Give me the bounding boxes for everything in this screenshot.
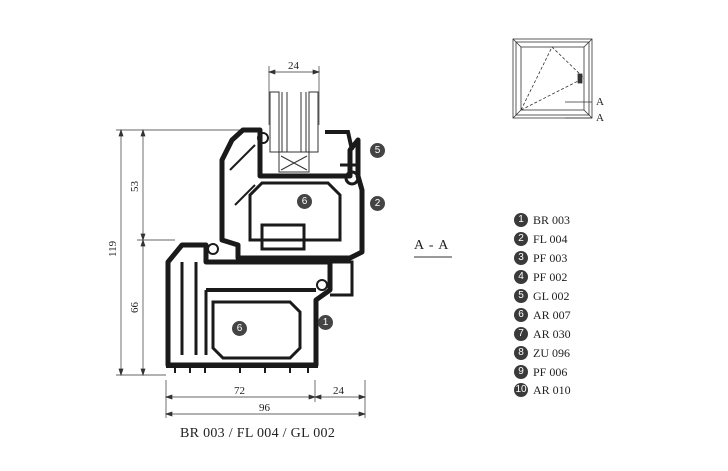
legend-item: 5 GL 002 (514, 287, 634, 306)
legend-label: FL 004 (533, 232, 568, 247)
callout-glazing-bead: 5 (370, 143, 385, 158)
callout-reinforcement-lower: 6 (232, 321, 247, 336)
legend-label: PF 002 (533, 270, 568, 285)
window-elevation (512, 38, 593, 119)
section-mark-bottom: A (596, 112, 604, 124)
dim-upper-height-label: 53 (129, 181, 141, 193)
legend-label: PF 006 (533, 364, 568, 379)
legend-item: 6 AR 007 (514, 305, 634, 324)
legend-item: 4 PF 002 (514, 268, 634, 287)
section-mark-top: A (596, 96, 604, 108)
dim-total-height-label: 119 (107, 240, 119, 257)
legend-badge: 7 (514, 326, 528, 341)
legend-badge: 1 (514, 213, 528, 228)
callout-sash: 2 (370, 196, 385, 211)
legend-badge: 8 (514, 345, 528, 360)
legend-label: AR 010 (533, 383, 571, 398)
legend-label: PF 003 (533, 251, 568, 266)
frame-profile (165, 242, 354, 373)
legend-badge: 2 (514, 232, 528, 247)
legend-item: 1 BR 003 (514, 211, 634, 230)
legend-badge: 3 (514, 251, 528, 266)
glazing (269, 91, 319, 173)
legend-label: ZU 096 (533, 345, 570, 360)
sash-profile (219, 127, 365, 261)
legend-badge: 6 (514, 307, 528, 322)
dim-vertical (116, 128, 262, 377)
section-label-underline (414, 256, 452, 258)
legend-label: BR 003 (533, 213, 571, 228)
dim-sash-offset-label: 24 (333, 385, 345, 397)
callout-reinforcement-upper: 6 (297, 194, 312, 209)
dim-frame-width-label: 72 (234, 385, 245, 397)
legend-label: AR 007 (533, 307, 571, 322)
legend-item: 8 ZU 096 (514, 343, 634, 362)
legend-item: 2 FL 004 (514, 230, 634, 249)
legend-badge: 9 (514, 364, 528, 379)
legend-badge: 5 (514, 289, 528, 303)
dim-lower-height-label: 66 (129, 302, 141, 314)
drawing-caption: BR 003 / FL 004 / GL 002 (180, 426, 336, 441)
dim-glass-width (267, 66, 321, 125)
dim-glass-width-label: 24 (288, 60, 300, 72)
dim-horizontal (164, 380, 367, 418)
legend-item: 3 PF 003 (514, 249, 634, 268)
legend-item: 10 AR 010 (514, 381, 634, 400)
legend-item: 9 PF 006 (514, 362, 634, 381)
legend-label: AR 030 (533, 326, 571, 341)
section-label: A - A (414, 238, 450, 253)
legend-badge: 4 (514, 270, 528, 285)
callout-frame: 1 (318, 315, 333, 330)
legend-item: 7 AR 030 (514, 324, 634, 343)
legend-badge: 10 (514, 383, 528, 398)
legend-label: GL 002 (533, 289, 570, 303)
dim-total-width-label: 96 (259, 402, 271, 414)
